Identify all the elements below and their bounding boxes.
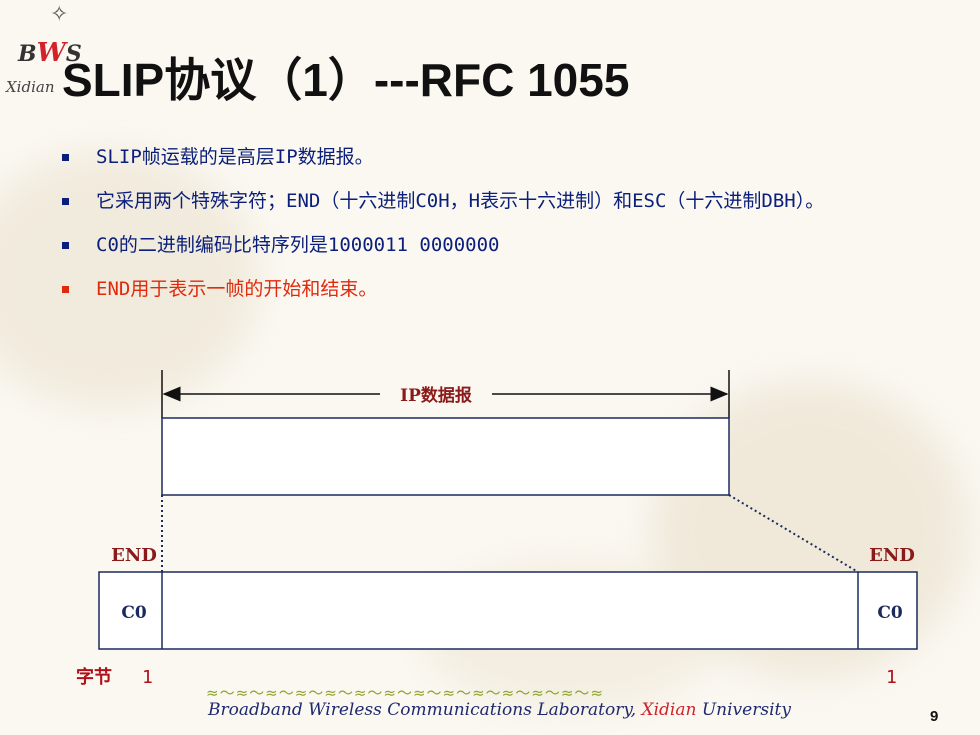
page-number: 9 [930,708,939,725]
bullet-item-highlight: END用于表示一帧的开始和结束。 [58,272,938,306]
bullet-item: SLIP帧运载的是高层IP数据报。 [58,140,938,174]
background-decoration [0,150,260,410]
c0-label-left: C0 [121,603,147,623]
byte-count-right: 1 [886,667,897,688]
byte-count-left: 1 [142,667,153,688]
bws-logo: ✧ BWS Xidian [4,2,96,102]
star-icon: ✧ [50,2,69,27]
footer-wave-decoration: ≈～≈～≈～≈～≈～≈～≈～≈～≈～≈～≈～≈～≈～≈ [206,684,604,702]
byte-label: 字节 [76,666,112,688]
footer-lab-name: Broadband Wireless Communications Labora… [208,700,791,720]
dotted-connector-right [728,494,859,573]
ip-datagram-box [161,417,730,496]
c0-label-right: C0 [877,603,903,623]
bullet-item: 它采用两个特殊字符；END（十六进制C0H，H表示十六进制）和ESC（十六进制D… [58,184,938,218]
slip-frame-box [98,571,918,650]
bullet-item: C0的二进制编码比特序列是1000011 0000000 [58,228,938,262]
bullet-list: SLIP帧运载的是高层IP数据报。 它采用两个特殊字符；END（十六进制C0H，… [58,140,938,316]
logo-institution: Xidian [6,78,55,96]
end-label-right: END [869,545,915,566]
datagram-label: IP数据报 [400,385,472,406]
slide-title: SLIP协议（1）---RFC 1055 [62,54,630,106]
end-label-left: END [111,545,157,566]
logo-letters: BWS [18,38,82,68]
